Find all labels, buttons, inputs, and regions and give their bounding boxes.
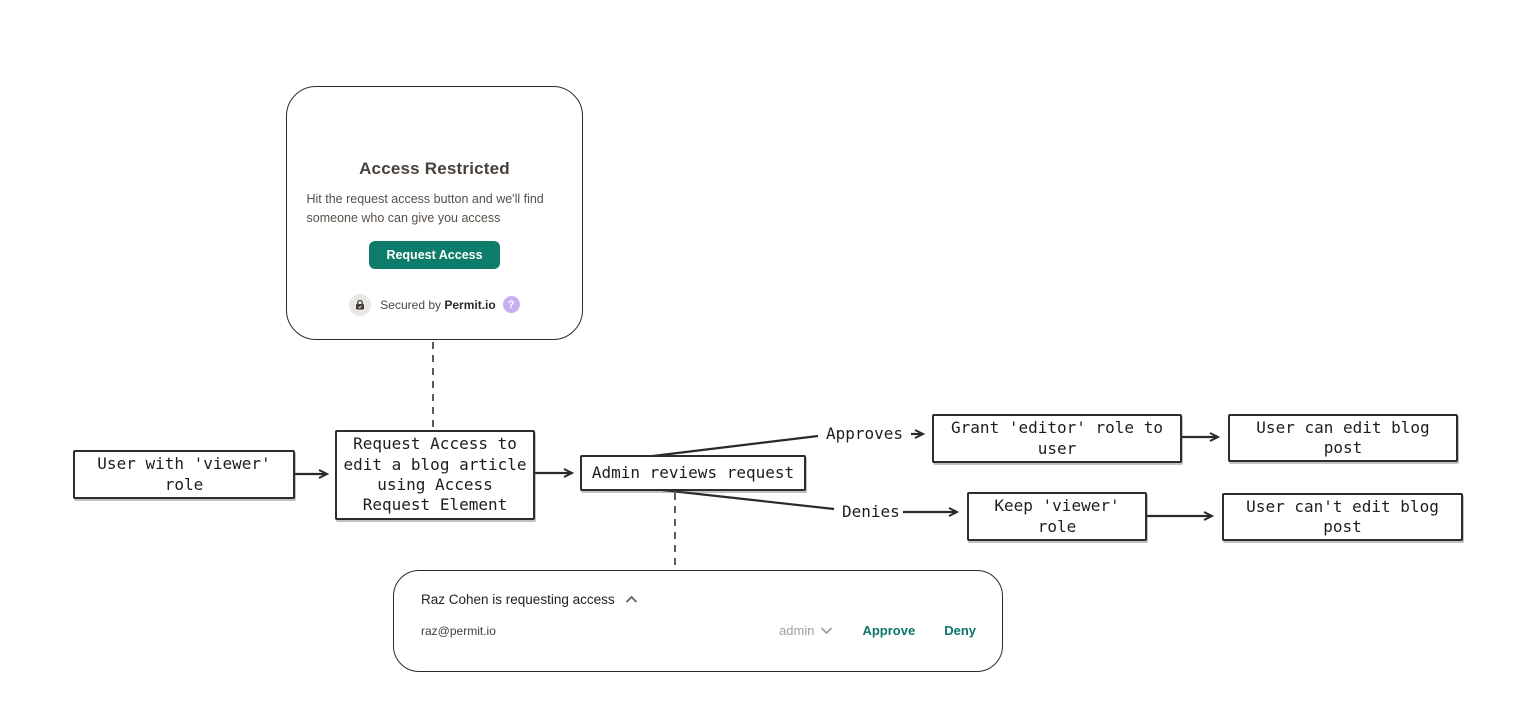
secured-by-text: Secured by Permit.io	[380, 298, 495, 312]
role-selected-value: admin	[779, 623, 815, 638]
approve-button[interactable]: Approve	[862, 623, 916, 638]
request-detail-row: raz@permit.io admin Approve Deny	[421, 623, 976, 638]
requester-email: raz@permit.io	[421, 623, 496, 638]
request-title-row[interactable]: Raz Cohen is requesting access	[421, 592, 976, 607]
help-icon[interactable]: ?	[502, 296, 520, 313]
node-request-access-element: Request Access to edit a blog article us…	[335, 430, 535, 520]
request-title: Raz Cohen is requesting access	[421, 592, 615, 607]
secured-by-row: Secured by Permit.io ?	[287, 293, 582, 316]
chevron-down-icon	[821, 627, 833, 635]
chevron-up-icon[interactable]	[625, 595, 638, 604]
node-admin-reviews-request: Admin reviews request	[580, 455, 806, 491]
edge-label-approves: Approves	[824, 424, 906, 443]
node-keep-viewer-role: Keep 'viewer' role	[967, 492, 1147, 541]
request-controls: admin Approve Deny	[779, 623, 976, 638]
edge-c-approves	[652, 434, 819, 458]
lock-icon	[349, 293, 372, 316]
deny-button[interactable]: Deny	[944, 623, 976, 638]
request-access-button[interactable]: Request Access	[369, 240, 500, 269]
node-user-can-edit: User can edit blog post	[1228, 414, 1458, 462]
access-restricted-description: Hit the request access button and we'll …	[306, 192, 544, 225]
secured-brand: Permit.io	[444, 297, 496, 312]
role-select[interactable]: admin	[779, 623, 833, 638]
request-review-card: Raz Cohen is requesting access raz@permi…	[393, 570, 1003, 672]
access-restricted-card: Access Restricted Hit the request access…	[286, 86, 583, 340]
access-restricted-title: Access Restricted	[359, 159, 510, 178]
node-user-cant-edit: User can't edit blog post	[1222, 493, 1463, 541]
edge-label-denies: Denies	[840, 502, 902, 521]
edge-c-denies	[652, 487, 835, 511]
secured-prefix: Secured by	[380, 297, 441, 312]
node-user-viewer-role: User with 'viewer' role	[73, 450, 295, 499]
node-grant-editor-role: Grant 'editor' role to user	[932, 414, 1182, 463]
